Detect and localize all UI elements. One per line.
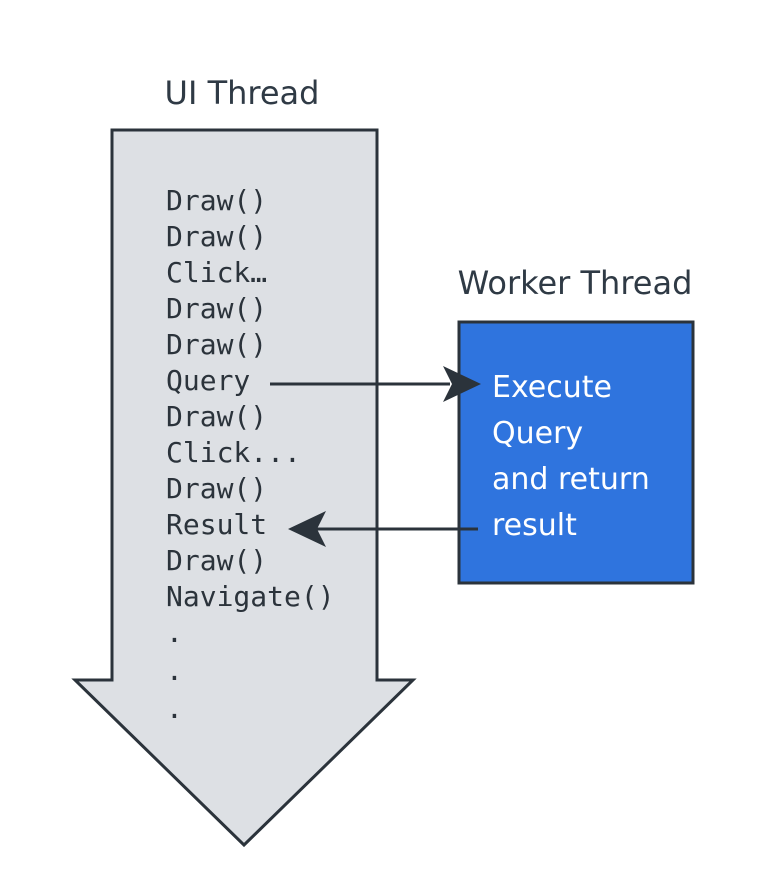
event-query: Query — [166, 364, 250, 397]
worker-line-and-return: and return — [492, 462, 650, 497]
event-draw-1: Draw() — [166, 184, 267, 217]
event-click-1: Click… — [166, 256, 267, 289]
event-draw-7: Draw() — [166, 544, 267, 577]
event-draw-2: Draw() — [166, 220, 267, 253]
worker-thread-task: Execute Query and return result — [492, 370, 650, 543]
ellipsis-dot-3: . — [166, 692, 183, 725]
event-draw-3: Draw() — [166, 292, 267, 325]
event-draw-6: Draw() — [166, 472, 267, 505]
ui-thread-arrow — [71, 128, 417, 848]
ui-thread-title: UI Thread — [165, 74, 320, 112]
worker-line-execute: Execute — [492, 370, 612, 405]
event-result: Result — [166, 508, 267, 541]
ellipsis-dot-1: . — [166, 616, 183, 649]
worker-line-query: Query — [492, 416, 583, 451]
ui-thread-events: Draw() Draw() Click… Draw() Draw() Query… — [166, 184, 335, 725]
query-arrowhead-icon — [443, 366, 481, 402]
worker-thread-title: Worker Thread — [458, 264, 693, 302]
event-draw-5: Draw() — [166, 400, 267, 433]
event-draw-4: Draw() — [166, 328, 267, 361]
ellipsis-dot-2: . — [166, 654, 183, 687]
event-click-2: Click... — [166, 436, 301, 469]
result-arrow — [288, 511, 478, 547]
result-arrowhead-icon — [288, 511, 326, 547]
worker-line-result: result — [492, 508, 577, 543]
query-arrow — [270, 366, 481, 402]
worker-thread-box — [457, 320, 695, 585]
event-navigate: Navigate() — [166, 580, 335, 613]
